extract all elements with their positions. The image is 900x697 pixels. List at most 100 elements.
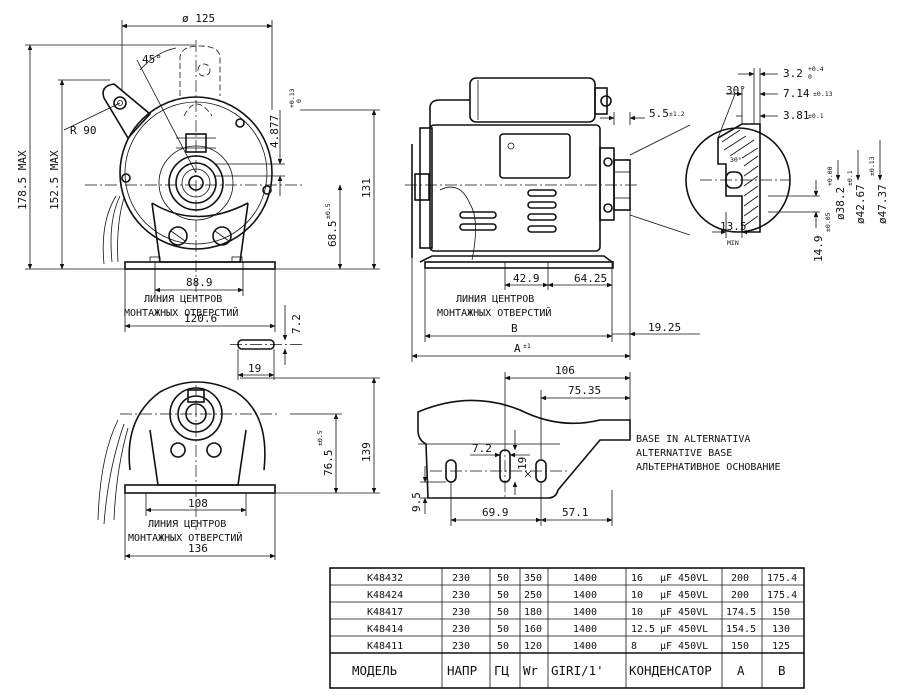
tol-5-5: ±1.2 — [669, 110, 685, 118]
dim-88-9: 88.9 — [186, 276, 213, 289]
dim-19: 19 — [248, 362, 261, 375]
alt-centers-label-2: МОНТАЖНЫХ ОТВЕРСТИЙ — [128, 531, 242, 544]
cell-b: 175.4 — [767, 590, 797, 601]
label-min: MIN — [727, 239, 739, 247]
dim-5-5: 5.5 — [649, 107, 669, 120]
cell-hz: 50 — [497, 573, 509, 584]
dim-64-25: 64.25 — [574, 272, 607, 285]
cell-model: K48424 — [367, 590, 403, 601]
dim-136: 136 — [188, 542, 208, 555]
dim-dia-42-67: ø42.67 — [854, 184, 867, 224]
dim-13-5: 13.5 — [720, 220, 747, 233]
dim-131: 131 — [360, 178, 373, 198]
cell-b: 150 — [772, 607, 790, 618]
table-header: МОДЕЛЬ НАПР ГЦ Wr GIRI/1' КОНДЕНСАТОР A … — [352, 663, 786, 678]
header-model: МОДЕЛЬ — [352, 663, 397, 678]
alt-base-caption-en: ALTERNATIVE BASE — [636, 448, 732, 459]
centers-line-label-2: МОНТАЖНЫХ ОТВЕРСТИЙ — [124, 306, 238, 319]
tol-14-9: ±0.05 — [824, 212, 832, 232]
cell-model: K48414 — [367, 624, 403, 635]
dim-4-877: 4.877 — [268, 115, 281, 148]
dim-7-14: 7.14 — [783, 87, 810, 100]
alt-centers-label-1: ЛИНИЯ ЦЕНТРОВ — [148, 519, 226, 530]
dim-178-5-max: 178.5 MAX — [16, 150, 29, 210]
front-view: ø 125 45° R 90 178.5 MAX 152.5 MAX 4.877… — [16, 12, 380, 380]
cell-cap-value: 10 — [631, 607, 643, 618]
cell-cap-unit: μF 450VL — [660, 607, 708, 618]
label-b: B — [511, 322, 518, 335]
dim-7-2: 7.2 — [290, 314, 303, 334]
tol-4-877-up: +0.13 — [288, 88, 296, 108]
dim-diameter-125: ø 125 — [182, 12, 215, 25]
table-row: K48424 230 50 250 1400 10 μF 450VL 200 1… — [367, 590, 797, 601]
cell-a: 150 — [731, 641, 749, 652]
cell-watts: 180 — [524, 607, 542, 618]
cell-model: K48417 — [367, 607, 403, 618]
header-watts: Wr — [523, 663, 539, 678]
detail-view: 30° 3.2 +0.4 0 7.14 ±0.13 3.81 ±0.1 30° … — [629, 65, 889, 262]
side-centers-label-2: МОНТАЖНЫХ ОТВЕРСТИЙ — [437, 306, 551, 319]
alt-base-caption-it: BASE IN ALTERNATIVA — [636, 434, 750, 445]
table-row: K48432 230 50 350 1400 16 μF 450VL 200 1… — [367, 573, 797, 584]
centers-line-label-1: ЛИНИЯ ЦЕНТРОВ — [144, 294, 222, 305]
cell-model: K48411 — [367, 641, 403, 652]
cell-watts: 120 — [524, 641, 542, 652]
dim-76-5: 76.5 — [322, 450, 335, 477]
cell-rpm: 1400 — [573, 590, 597, 601]
dim-dia-38-2: ø38.2 — [834, 187, 847, 220]
dim-angle-45: 45° — [142, 53, 162, 66]
dim-radius-90: R 90 — [70, 124, 97, 137]
cell-watts: 350 — [524, 573, 542, 584]
tol-3-2-up: +0.4 — [808, 65, 824, 73]
cell-voltage: 230 — [452, 641, 470, 652]
cell-hz: 50 — [497, 641, 509, 652]
dim-dia-47-37: ø47.37 — [876, 184, 889, 224]
tol-76-5: ±0.5 — [316, 430, 324, 446]
header-voltage: НАПР — [447, 663, 477, 678]
tol-a: ±1 — [523, 342, 531, 350]
dim-57-1: 57.1 — [562, 506, 589, 519]
cell-hz: 50 — [497, 607, 509, 618]
cell-hz: 50 — [497, 590, 509, 601]
dim-9-5: 9.5 — [410, 492, 423, 512]
cell-model: K48432 — [367, 573, 403, 584]
cell-cap-value: 16 — [631, 573, 643, 584]
dim-19-25: 19.25 — [648, 321, 681, 334]
cell-a: 200 — [731, 573, 749, 584]
cell-b: 175.4 — [767, 573, 797, 584]
cell-b: 125 — [772, 641, 790, 652]
cell-rpm: 1400 — [573, 624, 597, 635]
tol-dia-47-37: ±0.13 — [868, 156, 876, 176]
dim-106: 106 — [555, 364, 575, 377]
tol-3-81: ±0.1 — [808, 112, 824, 120]
dim-139: 139 — [360, 442, 373, 462]
spec-table: K48432 230 50 350 1400 16 μF 450VL 200 1… — [329, 567, 805, 689]
cell-rpm: 1400 — [573, 641, 597, 652]
header-a: A — [737, 663, 745, 678]
header-hz: ГЦ — [494, 663, 510, 678]
dim-68-5: 68.5 — [326, 221, 339, 248]
dim-120-6: 120.6 — [184, 312, 217, 325]
cell-b: 130 — [772, 624, 790, 635]
side-view: 5.5 ±1.2 42.9 64.25 ЛИНИЯ ЦЕНТРОВ МОНТАЖ… — [405, 77, 700, 362]
header-rpm: GIRI/1' — [551, 663, 604, 678]
cell-cap-value: 8 — [631, 641, 637, 652]
cell-voltage: 230 — [452, 607, 470, 618]
tol-68-5: ±0.5 — [324, 203, 332, 219]
cell-cap-value: 12.5 — [631, 624, 655, 635]
cell-cap-unit: μF 450VL — [660, 641, 708, 652]
cell-voltage: 230 — [452, 590, 470, 601]
header-capacitor: КОНДЕНСАТОР — [629, 663, 712, 678]
cell-cap-unit: μF 450VL — [660, 624, 708, 635]
dim-inner-angle: 30° — [730, 156, 742, 164]
alt-base-view: 106 75.35 7.2 19 9.5 69.9 57.1 BASE IN A… — [410, 364, 781, 526]
label-a: A — [514, 342, 521, 355]
dim-42-9: 42.9 — [513, 272, 540, 285]
tol-3-2-dn: 0 — [808, 73, 812, 81]
alt-front-view: 76.5 ±0.5 139 108 ЛИНИЯ ЦЕНТРОВ МОНТАЖНЫ… — [97, 377, 380, 560]
tol-dia-38-2: +0.00 — [826, 166, 834, 186]
header-b: B — [778, 663, 786, 678]
dim-108: 108 — [188, 497, 208, 510]
